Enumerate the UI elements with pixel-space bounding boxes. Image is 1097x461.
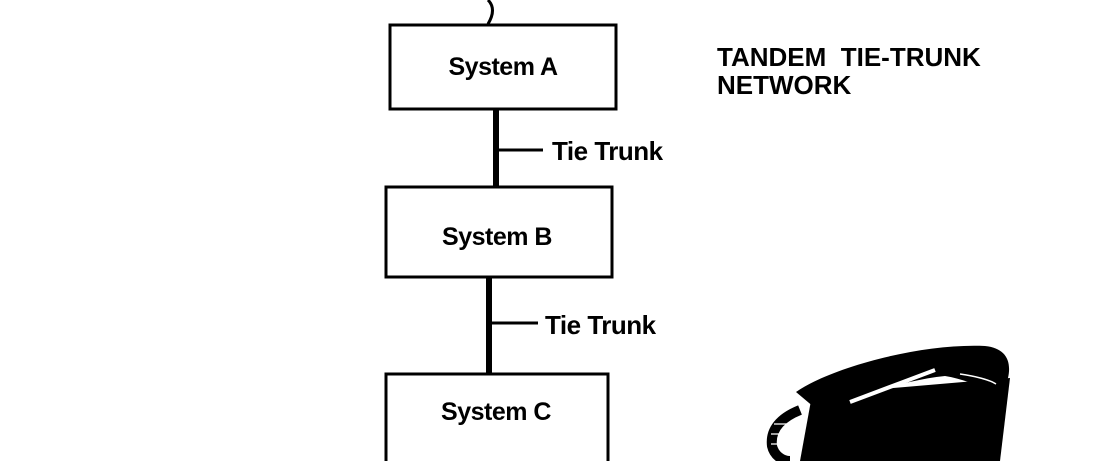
diagram-title: TANDEM TIE-TRUNK NETWORK bbox=[717, 42, 981, 100]
title-line-1: TANDEM TIE-TRUNK bbox=[717, 42, 981, 72]
link-a-b-label: Tie Trunk bbox=[552, 136, 664, 166]
telephone-icon bbox=[766, 345, 1010, 461]
node-system-c-label: System C bbox=[441, 398, 551, 426]
node-system-a-label: System A bbox=[448, 53, 557, 81]
node-system-b: System B bbox=[384, 185, 614, 279]
node-system-b-label: System B bbox=[442, 223, 552, 251]
link-b-c-label: Tie Trunk bbox=[545, 310, 657, 340]
incoming-line bbox=[486, 0, 494, 25]
link-a-b: Tie Trunk bbox=[493, 109, 664, 187]
link-b-c: Tie Trunk bbox=[486, 277, 657, 374]
node-system-c: System C bbox=[384, 372, 610, 461]
node-system-a: System A bbox=[388, 23, 618, 111]
title-line-2: NETWORK bbox=[717, 70, 852, 100]
